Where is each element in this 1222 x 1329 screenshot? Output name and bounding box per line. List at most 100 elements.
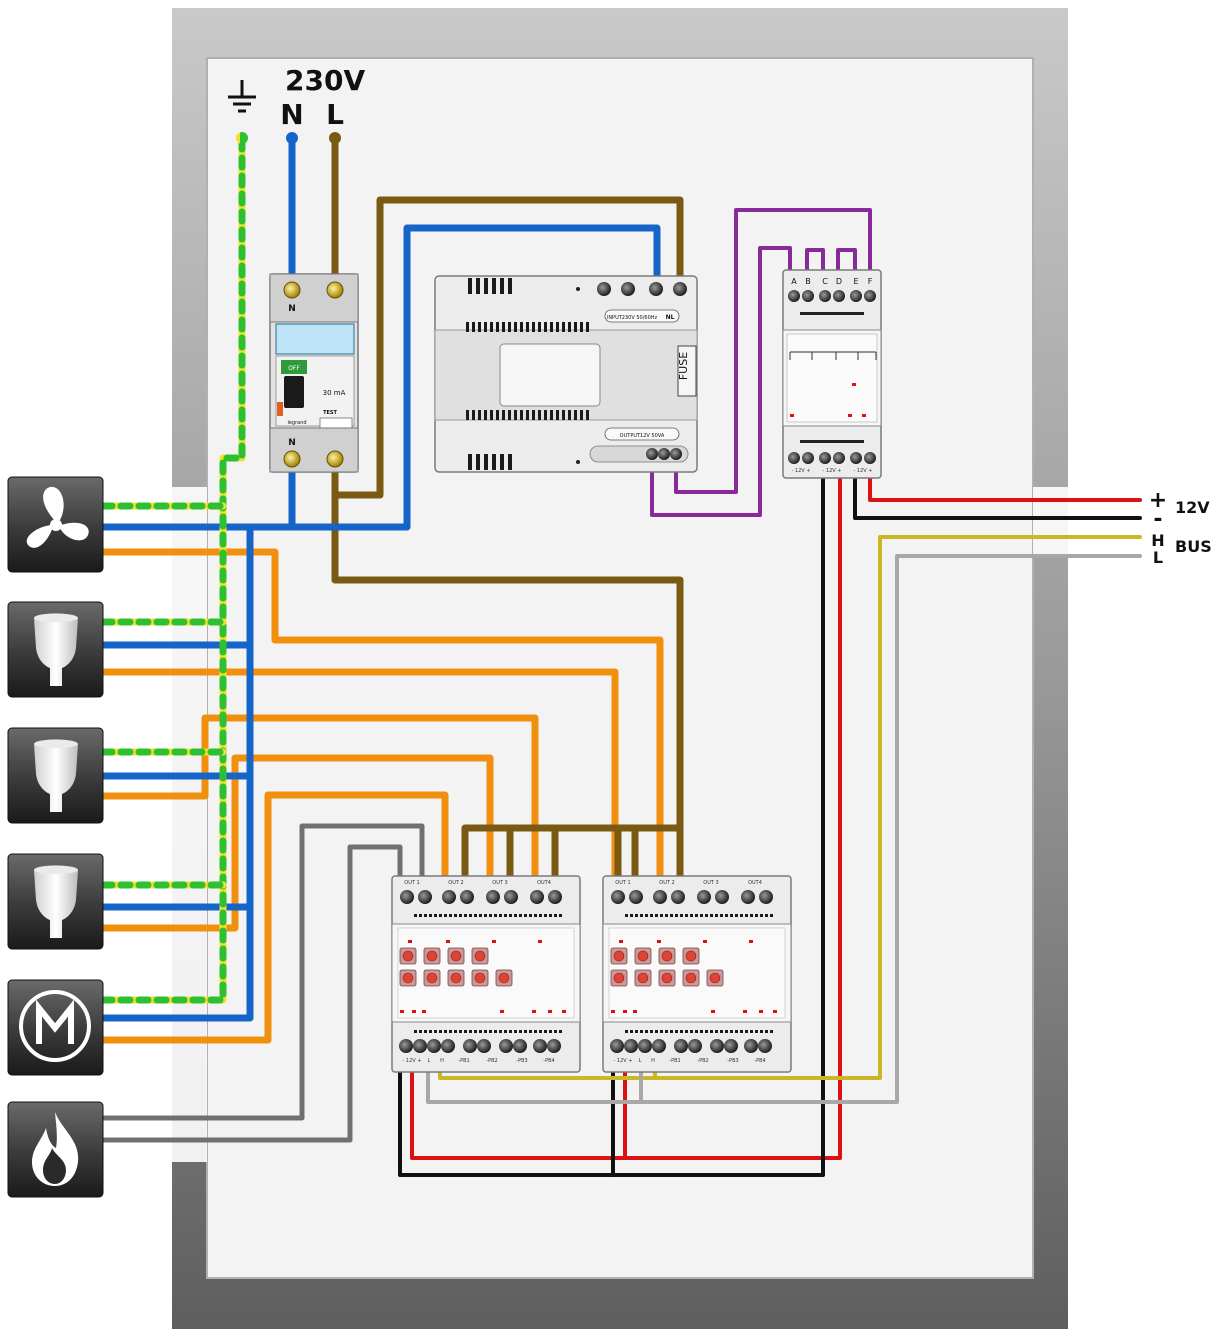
wire-out-lamp2	[99, 714, 539, 884]
motor-icon	[19, 990, 91, 1062]
relay-bottom-label: -PB3	[727, 1058, 738, 1064]
relay-bottom-label: -PB1	[669, 1058, 680, 1064]
power-supply: INPUT230V 50/60Hz NL FUSE OUTPUT12V 50VA	[434, 275, 698, 473]
wire-out-motor	[99, 791, 449, 1044]
relay-top-label: OUT 1	[404, 880, 419, 886]
rcd-bottom-terminal-label: N	[288, 438, 296, 448]
indicator-led	[408, 940, 412, 943]
wire-earth	[99, 136, 246, 1004]
mains-live-label: L	[326, 98, 344, 131]
relay-bottom-label: -PB3	[516, 1058, 527, 1064]
device-fan[interactable]	[7, 476, 104, 573]
relay-bottom-label: - 12V +	[403, 1058, 422, 1064]
lamp-icon	[34, 865, 78, 938]
terminal-screw	[499, 1039, 513, 1053]
relay-top-label: OUT4	[748, 880, 762, 886]
bus-bottom-label-3: - 12V +	[854, 468, 873, 474]
terminal-screw	[710, 1039, 724, 1053]
terminal-screw	[671, 890, 685, 904]
relay-bottom-label: L	[428, 1058, 431, 1064]
terminal-screw	[504, 890, 518, 904]
terminal-screw	[688, 1039, 702, 1053]
neutral-terminal-cap	[286, 132, 298, 144]
terminal-screw	[427, 1039, 441, 1053]
relay-top-label: OUT 2	[659, 880, 674, 886]
terminal-screw	[611, 890, 625, 904]
relay-top-label: OUT 2	[448, 880, 463, 886]
wire-bus-l	[426, 554, 1142, 1104]
terminal-screw	[724, 1039, 738, 1053]
device-heater[interactable]	[7, 1101, 104, 1198]
rcd-test-button[interactable]	[319, 417, 353, 429]
relay-modules: OUT 1 OUT 2 OUT 3 OUT4 - 12V + L H -PB1 -PB2 -PB3…	[391, 875, 792, 1073]
terminal-screw	[413, 1039, 427, 1053]
rcd-top-terminal-label: N	[288, 304, 296, 314]
rcd-breaker: N OFF 30 mA TEST legrand N	[269, 273, 359, 473]
wire-live-bus	[461, 824, 684, 884]
bus-terminal-f: F	[868, 277, 873, 286]
bus-bottom-label-1: - 12V +	[792, 468, 811, 474]
terminal-screw	[533, 1039, 547, 1053]
relay-bottom-label: -PB2	[486, 1058, 497, 1064]
terminal-screw	[652, 1039, 666, 1053]
terminal-screw	[758, 1039, 772, 1053]
relay-bottom-label: -PB2	[697, 1058, 708, 1064]
indicator-led	[657, 940, 661, 943]
lamp-icon	[34, 739, 78, 812]
psu-fuse-label: FUSE	[677, 352, 690, 380]
terminal-screw	[629, 890, 643, 904]
terminal-screw	[547, 1039, 561, 1053]
terminal-screw	[638, 1039, 652, 1053]
device-lamp-2[interactable]	[7, 727, 104, 824]
terminal-screw	[741, 890, 755, 904]
wire-purple-f	[674, 208, 872, 494]
terminal-screw	[442, 890, 456, 904]
relay-bottom-label: - 12V +	[614, 1058, 633, 1064]
live-terminal-cap	[329, 132, 341, 144]
psu-output-label: OUTPUT12V 50VA	[620, 433, 665, 439]
earth-symbol-icon	[228, 80, 256, 113]
terminal-screw	[697, 890, 711, 904]
indicator-led	[749, 940, 753, 943]
wire-pb2	[100, 844, 403, 1143]
device-lamp-3[interactable]	[7, 853, 104, 950]
terminal-screw	[418, 890, 432, 904]
rcd-brand-label: legrand	[287, 420, 306, 426]
terminal-screw	[486, 890, 500, 904]
bus-terminal-d: D	[836, 277, 842, 286]
indicator-led	[703, 940, 707, 943]
bus-module: A B C D E F - 12V + - 12V + - 12V +	[782, 269, 882, 479]
terminal-screw	[744, 1039, 758, 1053]
supply-12v-label: 12V	[1175, 498, 1210, 517]
wire-purple-a	[650, 246, 792, 517]
terminal-screw	[513, 1039, 527, 1053]
terminal-screw	[759, 890, 773, 904]
terminal-screw	[548, 890, 562, 904]
rcd-test-label: TEST	[323, 410, 337, 416]
terminal-screw	[715, 890, 729, 904]
lamp-icon	[34, 613, 78, 686]
relay-bottom-label: L	[639, 1058, 642, 1064]
device-motor[interactable]	[7, 979, 104, 1076]
wire-12v-plus	[868, 468, 1142, 502]
device-lamp-1[interactable]	[7, 601, 104, 698]
bus-terminal-c: C	[822, 277, 828, 286]
terminal-screw	[610, 1039, 624, 1053]
terminal-screw	[477, 1039, 491, 1053]
terminal-screw	[460, 890, 474, 904]
terminal-screw	[400, 890, 414, 904]
wire-12v-minus	[853, 468, 1142, 520]
relay-top-label: OUT4	[537, 880, 551, 886]
relay-bottom-label: -PB4	[543, 1058, 554, 1064]
bus-h-symbol: H	[1151, 531, 1164, 550]
wire-neutral-psu	[99, 224, 661, 531]
indicator-led	[492, 940, 496, 943]
terminal-screw	[674, 1039, 688, 1053]
terminal-screw	[530, 890, 544, 904]
relay-bottom-label: H	[440, 1058, 444, 1064]
bus-label: BUS	[1175, 537, 1212, 556]
relay-top-label: OUT 3	[703, 880, 718, 886]
